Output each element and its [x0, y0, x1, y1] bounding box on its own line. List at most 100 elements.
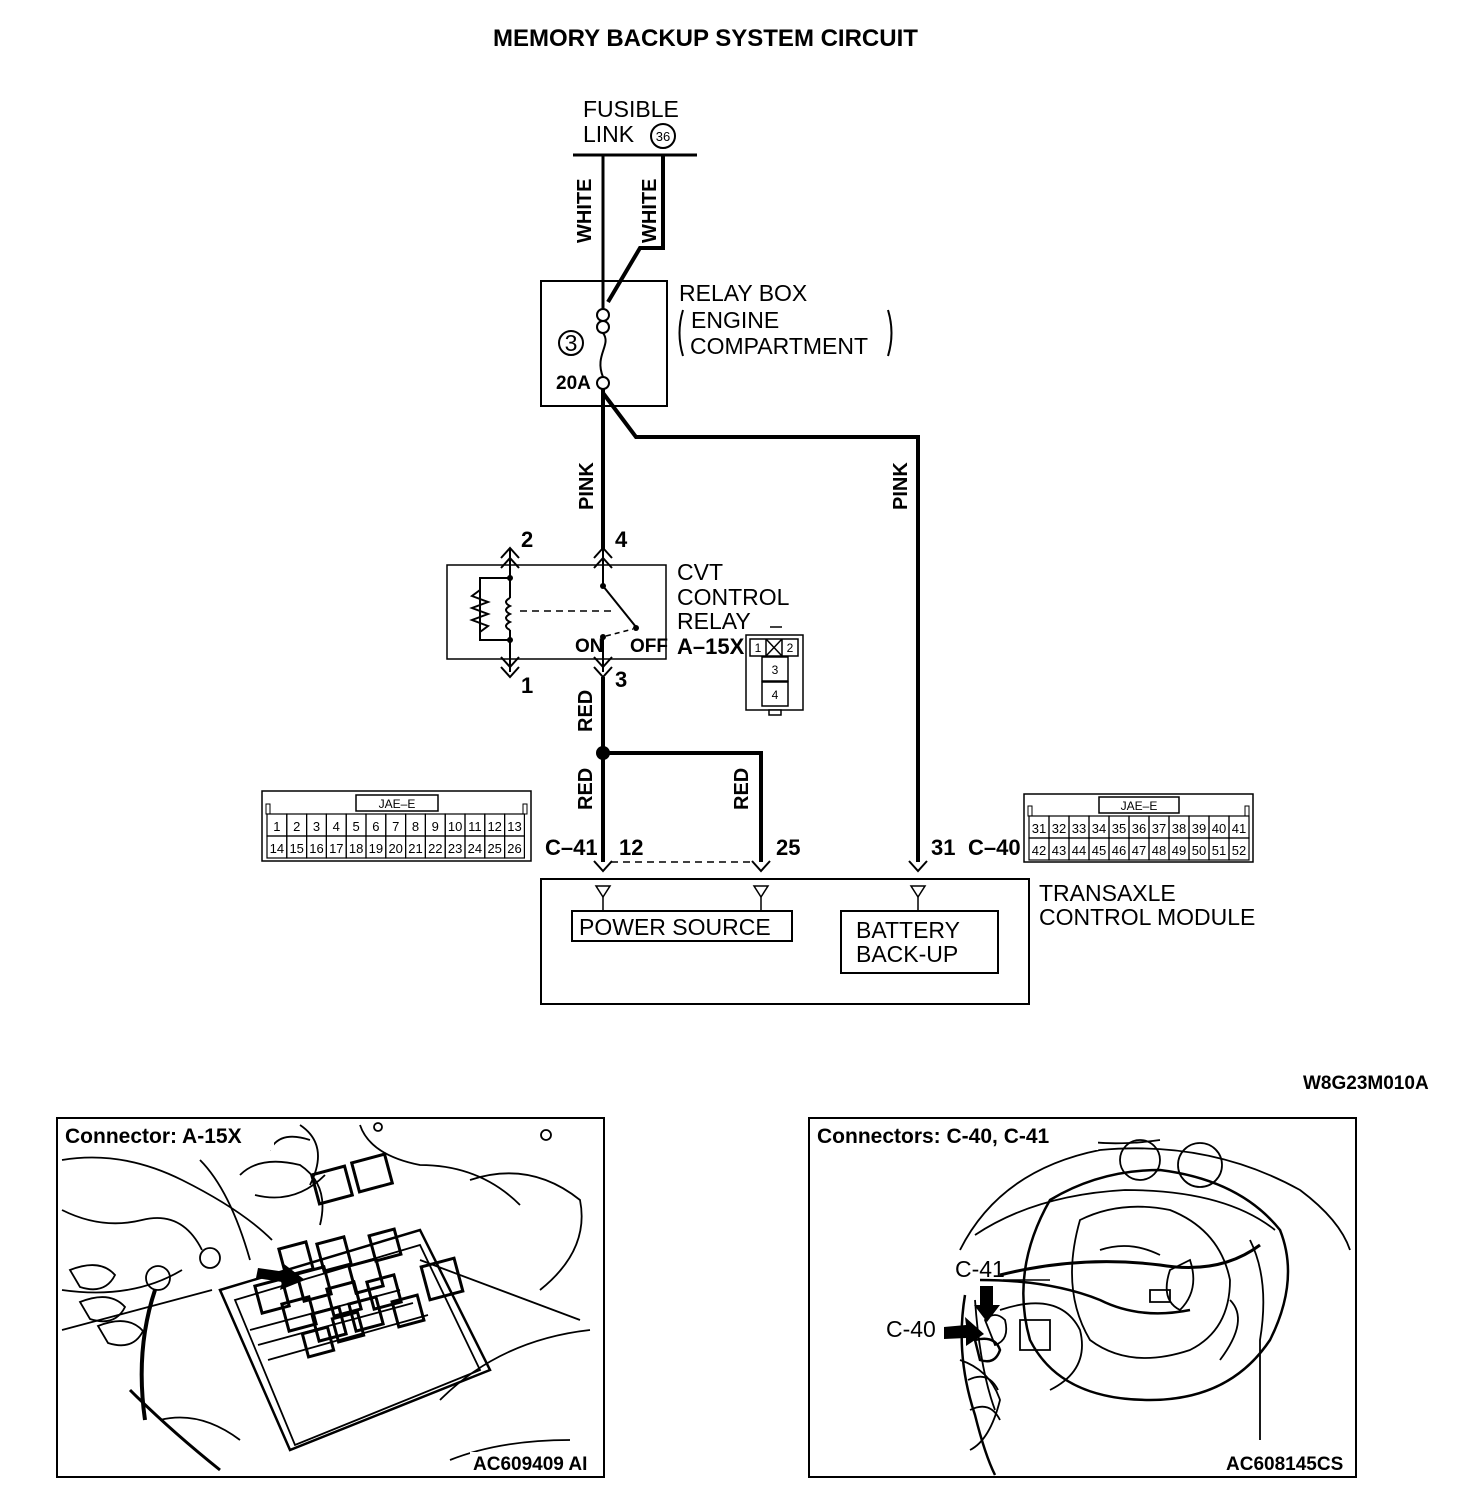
- transaxle-control-module: POWER SOURCE BATTERY BACK-UP TRANSAXLE C…: [540, 878, 1255, 1005]
- c41-pin-12: 12: [619, 835, 643, 860]
- engine-bay-illustration: [61, 1122, 591, 1472]
- connector_c41-pin-number: 15: [289, 841, 303, 856]
- connector_c40-pin-number: 33: [1072, 821, 1086, 836]
- tcm-label-2: CONTROL MODULE: [1039, 904, 1255, 930]
- connector_c40-pin-number: 50: [1192, 843, 1206, 858]
- a15x-pin-4: 4: [772, 688, 779, 702]
- c40-label: C–40: [968, 835, 1021, 860]
- relay-box: 3 20A RELAY BOX ENGINE COMPARTMENT: [540, 280, 893, 407]
- connector_c40-pin-number: 42: [1032, 843, 1046, 858]
- cvt-relay-label-3: RELAY: [677, 608, 751, 634]
- a15x-locator-arrow: [256, 1264, 305, 1290]
- fusible-link-number: 36: [656, 129, 670, 144]
- cvt-relay-connector-id: A–15X: [677, 634, 745, 659]
- switch-on-off-link: [605, 628, 634, 637]
- cvt-control-relay: ON OFF 2 4 1 3 CVT CONTROL RELAY A–15X: [446, 527, 804, 716]
- panel-left-title: Connector: A-15X: [65, 1125, 242, 1148]
- connector_c40-pin-number: 37: [1152, 821, 1166, 836]
- connector_c40-pin-number: 38: [1172, 821, 1186, 836]
- connector_c40-pin-number: 52: [1232, 843, 1246, 858]
- c40-locator-arrow: [944, 1317, 984, 1346]
- connector_c40-pin-number: 48: [1152, 843, 1166, 858]
- cvt-relay-label-1: CVT: [677, 559, 723, 585]
- connector_c41-pin-number: 17: [329, 841, 343, 856]
- cvt-relay-pin-2: 2: [521, 527, 533, 552]
- pin-1-arrow-2: [500, 666, 520, 679]
- wire-label-red-upper: RED: [575, 690, 597, 732]
- tcm-outline: [540, 878, 1030, 1005]
- c40-type: JAE–E: [1121, 799, 1158, 813]
- a15x-pin-2: 2: [787, 641, 794, 655]
- connector_c40-pin-number: 46: [1112, 843, 1126, 858]
- cvt-relay-label-2: CONTROL: [677, 584, 790, 610]
- fusible-link-number-circle: [650, 123, 676, 149]
- connector_c41-pin-number: 16: [309, 841, 323, 856]
- cvt-relay-outline: [446, 564, 667, 660]
- connector_c41-pin-number: 14: [270, 841, 284, 856]
- a15x-pin-1: 1: [755, 641, 762, 655]
- fuse-number-circle: [558, 330, 584, 356]
- fusible-link: FUSIBLE LINK 36: [573, 96, 697, 157]
- fusible-link-label-1: FUSIBLE: [583, 96, 679, 122]
- panel-connector-a15x: Connector: A-15X AC609409 AI: [56, 1117, 605, 1478]
- connector_c41-pin-number: 2: [293, 819, 300, 834]
- panel-right-title: Connectors: C-40, C-41: [817, 1125, 1050, 1148]
- coil-winding: [505, 597, 513, 631]
- resistor-frame: [479, 577, 510, 641]
- relay-box-paren-right: [887, 309, 893, 357]
- connector_c40-pin-number: 45: [1092, 843, 1106, 858]
- red-wires: [596, 677, 763, 862]
- connector_c41-pin-number: 22: [428, 841, 442, 856]
- cvt-relay-pin-1: 1: [521, 673, 533, 698]
- fuse-rating: 20A: [556, 373, 591, 394]
- connector_c40-pin-number: 35: [1112, 821, 1126, 836]
- connector_c41-pin-number: 19: [369, 841, 383, 856]
- diagram-title: MEMORY BACKUP SYSTEM CIRCUIT: [493, 25, 918, 52]
- connector_c40-pin-number: 39: [1192, 821, 1206, 836]
- battery-backup-label-1: BATTERY: [856, 917, 960, 943]
- fuse-number: 3: [565, 330, 578, 356]
- pin-3-arrow: [593, 656, 613, 669]
- wire-label-red-lower-left: RED: [575, 768, 597, 810]
- battery-backup-label-2: BACK-UP: [856, 941, 958, 967]
- connector_c41-pin-number: 7: [392, 819, 399, 834]
- tcm-label-1: TRANSAXLE: [1039, 880, 1176, 906]
- pin-1-arrow: [500, 656, 520, 669]
- connector_c41-pin-number: 23: [448, 841, 462, 856]
- c40-pin-31: 31: [931, 835, 955, 860]
- wire-label-white-right: WHITE: [639, 179, 661, 243]
- connector_c41-pin-number: 5: [352, 819, 359, 834]
- wire-label-white-left: WHITE: [574, 179, 596, 243]
- panel-connectors-c40-c41: C-41 C-40 Connectors: C-40, C-41 AC60814…: [808, 1117, 1357, 1478]
- connector_c40-pin-number: 34: [1092, 821, 1106, 836]
- cvt-relay-pin-3: 3: [615, 667, 627, 692]
- connector_c41-pin-number: 24: [468, 841, 482, 856]
- resistor-zigzag: [469, 589, 491, 633]
- connector_c41-pin-number: 25: [487, 841, 501, 856]
- connector_c41-pin-number: 21: [408, 841, 422, 856]
- connector_c40-pin-number: 47: [1132, 843, 1146, 858]
- switch-on-label: ON: [575, 636, 604, 657]
- connector_c40-pin-cell: [1228, 837, 1250, 861]
- connector_c40-pin-number: 31: [1032, 821, 1046, 836]
- cvt-relay-pin-4: 4: [615, 527, 628, 552]
- connector_c40-pin-number: 40: [1212, 821, 1226, 836]
- drawing-code: W8G23M010A: [1303, 1073, 1429, 1094]
- tcm-terminal-arrows: [593, 860, 928, 873]
- connector_c40-pin-number: 43: [1052, 843, 1066, 858]
- relay-box-label-1: RELAY BOX: [679, 280, 807, 306]
- fuse-terminal-top-2: [596, 320, 610, 334]
- connector_c40-pin-number: 44: [1072, 843, 1086, 858]
- relay-box-paren-left: [678, 309, 684, 357]
- power-source-box: [571, 910, 793, 942]
- panel-left-code: AC609409 AI: [473, 1454, 587, 1475]
- c41-label: C–41: [545, 835, 598, 860]
- connector_c41-pin-number: 6: [372, 819, 379, 834]
- pink-wires: [601, 389, 920, 862]
- relay-box-label-3: COMPARTMENT: [690, 333, 868, 359]
- a15x-connector-face: 1 2 3 4: [745, 634, 804, 716]
- connector_c41-pin-number: 18: [349, 841, 363, 856]
- red-wire-branch: [603, 751, 763, 862]
